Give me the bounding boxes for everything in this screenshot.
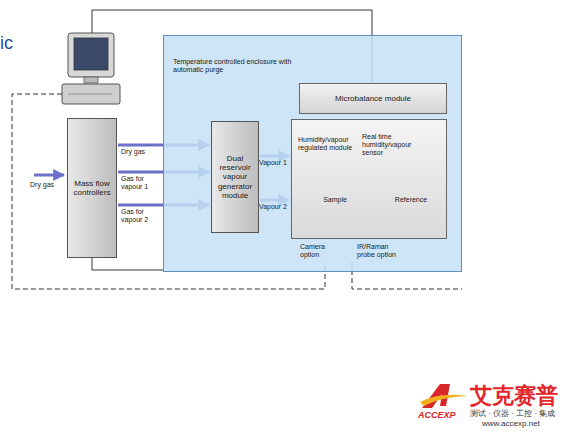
logo-text: ACCEXP (418, 410, 468, 420)
sensor-label: Real time humidity/vapour sensor (362, 133, 420, 157)
enclosure: Temperature controlled enclosure with au… (163, 35, 462, 272)
edge-label: Vapour 1 (259, 159, 289, 167)
inlet-arrow (34, 174, 64, 177)
watermark-slogan: 测试 · 仪器 · 工控 · 集成 (470, 409, 574, 418)
edge-label: Gas for vapour 2 (121, 208, 161, 224)
node-text: Microbalance module (335, 94, 411, 103)
control-wire (92, 258, 163, 270)
node-text: Temperature controlled enclosure with au… (173, 58, 298, 74)
inlet-label: Dry gas (30, 181, 64, 189)
controller-box: Mass flow controllers (67, 118, 117, 258)
node-text: Mass flow controllers (71, 179, 113, 197)
edge-label: Vapour 2 (259, 203, 289, 211)
vapour-generator-box: Dual reservoir vapour generator module (211, 121, 259, 233)
title-fragment: ic (0, 33, 30, 54)
microbalance-box: Microbalance module (299, 83, 447, 114)
node-text: Dual reservoir vapour generator module (215, 154, 255, 200)
computer-icon (62, 33, 120, 104)
watermark-brand: 艾克赛普 (470, 383, 574, 408)
logo-mark (420, 384, 468, 408)
node-text: Humidity/vapour regulated module (298, 136, 360, 152)
edge-label: Gas for vapour 1 (121, 175, 161, 191)
reference-label: Reference (394, 196, 428, 204)
option-label: IR/Raman probe option (357, 243, 407, 259)
option-label: Camera option (300, 243, 342, 259)
edge-label: Dry gas (121, 148, 161, 156)
sample-label: Sample (318, 196, 352, 204)
watermark-url: www.accexp.net (482, 419, 572, 428)
